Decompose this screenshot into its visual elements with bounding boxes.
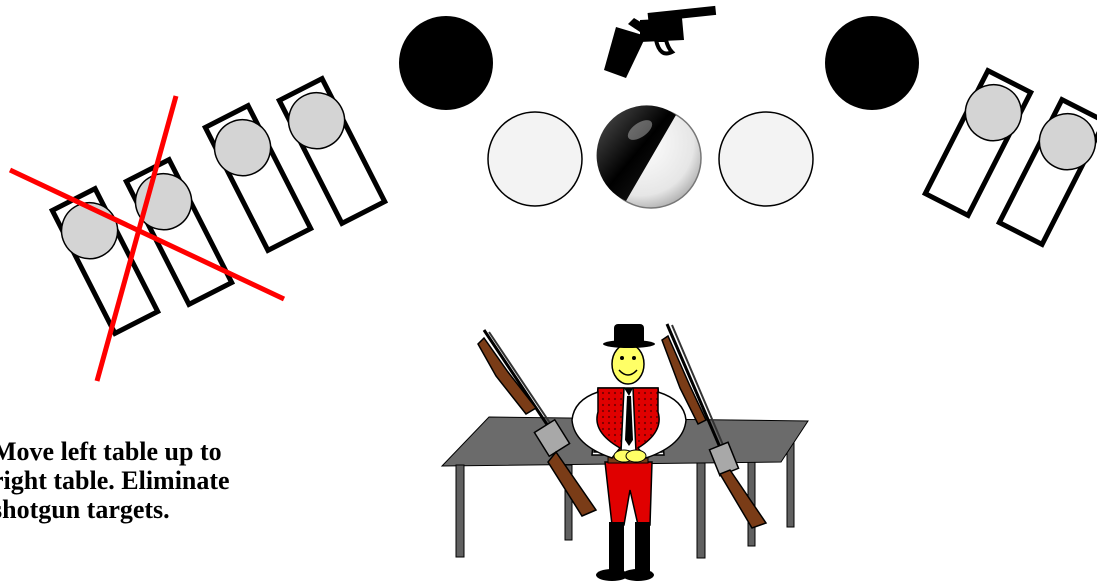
start-plate — [597, 105, 701, 208]
shooter-head — [603, 324, 655, 384]
stage-instructions: Move left table up to right table. Elimi… — [0, 437, 332, 524]
black-plate-left — [399, 16, 493, 110]
black-plate-right — [825, 16, 919, 110]
instruction-line-1: Move left table up to — [0, 437, 332, 466]
white-plate-left — [488, 112, 582, 206]
revolver-icon — [604, 6, 716, 78]
shooter-legs — [596, 455, 654, 581]
white-plate-right — [719, 112, 813, 206]
left-target-array — [49, 77, 389, 335]
instruction-line-3: shotgun targets. — [0, 495, 332, 524]
hat-crown — [614, 324, 644, 345]
instruction-line-2: right table. Eliminate — [0, 466, 332, 495]
shooter-face — [612, 344, 644, 384]
right-target-array — [922, 69, 1097, 246]
